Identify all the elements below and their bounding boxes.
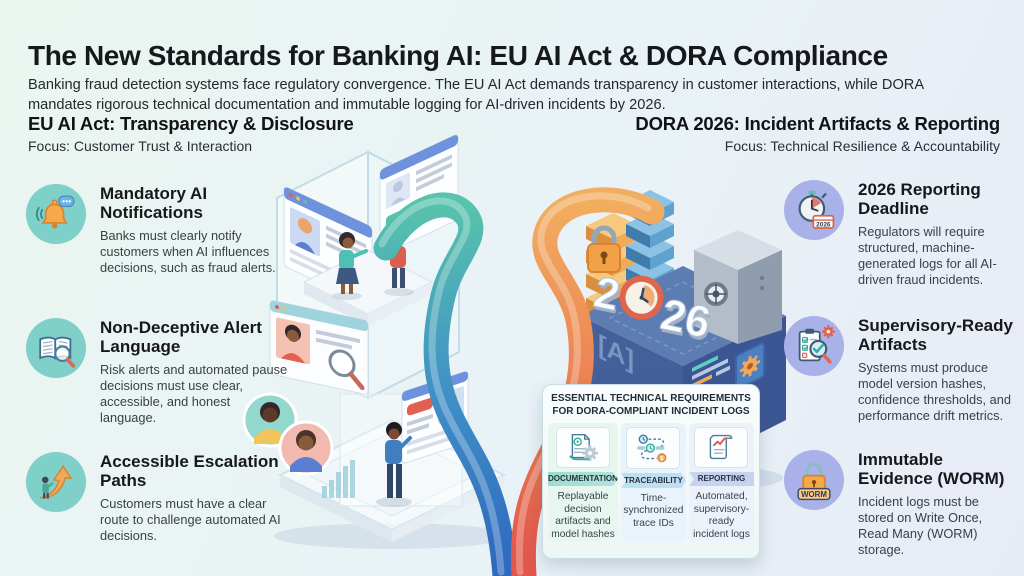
worm-chip-label: WORM	[801, 490, 827, 499]
feature-body: Risk alerts and automated pause decision…	[100, 362, 288, 425]
dora-resilience-platform: 2 2 26 26 [A]	[580, 190, 786, 492]
feature-title: 2026 Reporting Deadline	[858, 180, 981, 219]
column-label: REPORTING	[688, 471, 755, 487]
bell-notification-icon	[26, 184, 86, 244]
browser-window-review	[269, 300, 369, 395]
feature-immutable-evidence: WORM Immutable Evidence (WORM) Incident …	[784, 450, 1016, 558]
worm-padlock-icon: WORM	[784, 450, 844, 510]
requirements-panel-heading: ESSENTIAL TECHNICAL REQUIREMENTS FOR DOR…	[543, 392, 759, 418]
customer-avatar-2	[278, 420, 334, 476]
column-label: TRACEABILITY	[621, 473, 686, 488]
feature-non-deceptive-language: Non-Deceptive Alert Language Risk alerts…	[26, 318, 288, 426]
open-book-magnifier-icon	[26, 318, 86, 378]
feature-body: Incident logs must be stored on Write On…	[858, 494, 983, 557]
feature-body: Banks must clearly notify customers when…	[100, 228, 276, 275]
right-section-focus: Focus: Technical Resilience & Accountabi…	[724, 138, 1000, 154]
svg-text:26: 26	[658, 293, 716, 351]
panel-heading-line1: ESSENTIAL TECHNICAL REQUIREMENTS	[551, 393, 751, 404]
stopwatch-2026-icon: 2026	[784, 180, 844, 240]
calendar-2026-label: 2026	[816, 222, 831, 229]
requirements-panel: ESSENTIAL TECHNICAL REQUIREMENTS FOR DOR…	[542, 384, 760, 559]
config-book-gear-icon	[735, 342, 765, 390]
clipboard-check-icon	[784, 316, 844, 376]
left-section-focus: Focus: Customer Trust & Interaction	[28, 138, 253, 154]
document-gear-icon	[555, 427, 610, 468]
feature-body: Regulators will require structured, mach…	[858, 224, 997, 287]
report-scroll-icon	[694, 427, 749, 468]
feature-title: Non-Deceptive Alert Language	[100, 318, 262, 357]
feature-supervisory-artifacts: Supervisory-Ready Artifacts Systems must…	[784, 316, 1016, 424]
browser-window-profile	[283, 186, 373, 307]
page-subtitle: Banking fraud detection systems face reg…	[28, 76, 924, 113]
column-body: Replayable decision artifacts and model …	[551, 491, 615, 540]
column-label: DOCUMENTATION	[548, 472, 618, 487]
feature-body: Systems must produce model version hashe…	[858, 360, 1011, 423]
feature-title: Immutable Evidence (WORM)	[858, 450, 1005, 489]
compliance-ribbon	[510, 187, 665, 576]
padlock-icon	[587, 225, 621, 273]
page-title: The New Standards for Banking AI: EU AI …	[28, 39, 888, 71]
feature-body: Customers must have a clear route to cha…	[100, 496, 281, 543]
panel-heading-line2: FOR DORA-COMPLIANT INCIDENT LOGS	[552, 406, 750, 417]
pointing-person	[376, 422, 412, 507]
right-section-heading: DORA 2026: Incident Artifacts & Reportin…	[635, 113, 1000, 134]
panel-column-traceability: $ TRACEABILITY Time-synchronized trace I…	[620, 423, 686, 541]
feature-accessible-escalation: Accessible Escalation Paths Customers mu…	[26, 452, 288, 544]
column-body: Automated, supervisory-ready incident lo…	[693, 491, 750, 540]
escalation-platform	[242, 371, 510, 549]
bar-chart	[322, 460, 355, 498]
escalation-arrow-icon	[26, 452, 86, 512]
panel-column-reporting: REPORTING Automated, supervisory-ready i…	[688, 423, 755, 541]
trace-timeline-icon: $	[626, 427, 681, 469]
feature-title: Mandatory AI Notifications	[100, 184, 208, 223]
feature-2026-deadline: 2026 2026 Reporting Deadline Regulators …	[784, 180, 1016, 288]
feature-title: Supervisory-Ready Artifacts	[858, 316, 1013, 355]
feature-title: Accessible Escalation Paths	[100, 452, 279, 491]
transparency-ribbon	[373, 192, 518, 576]
advisor-person	[336, 232, 368, 294]
feature-mandatory-ai-notifications: Mandatory AI Notifications Banks must cl…	[26, 184, 288, 276]
left-section-heading: EU AI Act: Transparency & Disclosure	[28, 113, 354, 134]
year-26-digits: 26	[657, 290, 715, 348]
column-body: Time-synchronized trace IDs	[623, 493, 684, 529]
svg-text:$: $	[661, 455, 665, 462]
panel-column-documentation: DOCUMENTATION Replayable decision artifa…	[548, 423, 618, 541]
vault-safe	[694, 230, 782, 344]
